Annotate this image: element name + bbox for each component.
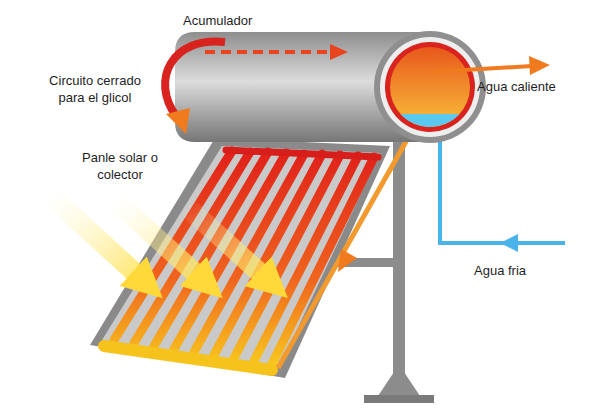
sun-rays bbox=[50, 195, 270, 282]
glycol-arrowhead bbox=[330, 44, 348, 60]
flow-label: Agua fria bbox=[474, 262, 526, 279]
glycol-ring bbox=[385, 42, 475, 132]
part-label: Circuito cerrado para el glicol bbox=[35, 72, 155, 106]
cold-water-layer bbox=[401, 114, 460, 127]
glycol-loop bbox=[165, 41, 225, 116]
return-arrowhead bbox=[338, 249, 357, 272]
collector-tubes bbox=[114, 151, 374, 364]
cold-pipe bbox=[440, 140, 565, 243]
tank-ring bbox=[380, 37, 480, 137]
part-label: Acumulador bbox=[183, 12, 252, 29]
hot-pipe bbox=[430, 66, 532, 72]
glycol-loop-arrowhead bbox=[166, 108, 190, 134]
top-header bbox=[226, 150, 378, 157]
stand-foot bbox=[378, 372, 420, 396]
tank-end bbox=[374, 31, 486, 143]
part-label: Panle solar o colector bbox=[68, 149, 172, 183]
cold-arrowhead bbox=[500, 234, 518, 252]
hot-arrowhead bbox=[529, 56, 550, 75]
return-pipe bbox=[278, 138, 408, 368]
flow-label: Agua caliente bbox=[477, 78, 556, 95]
bottom-header bbox=[104, 346, 272, 370]
glycol-flow bbox=[205, 50, 332, 54]
stand-base bbox=[364, 395, 434, 403]
tank-water bbox=[390, 47, 470, 127]
